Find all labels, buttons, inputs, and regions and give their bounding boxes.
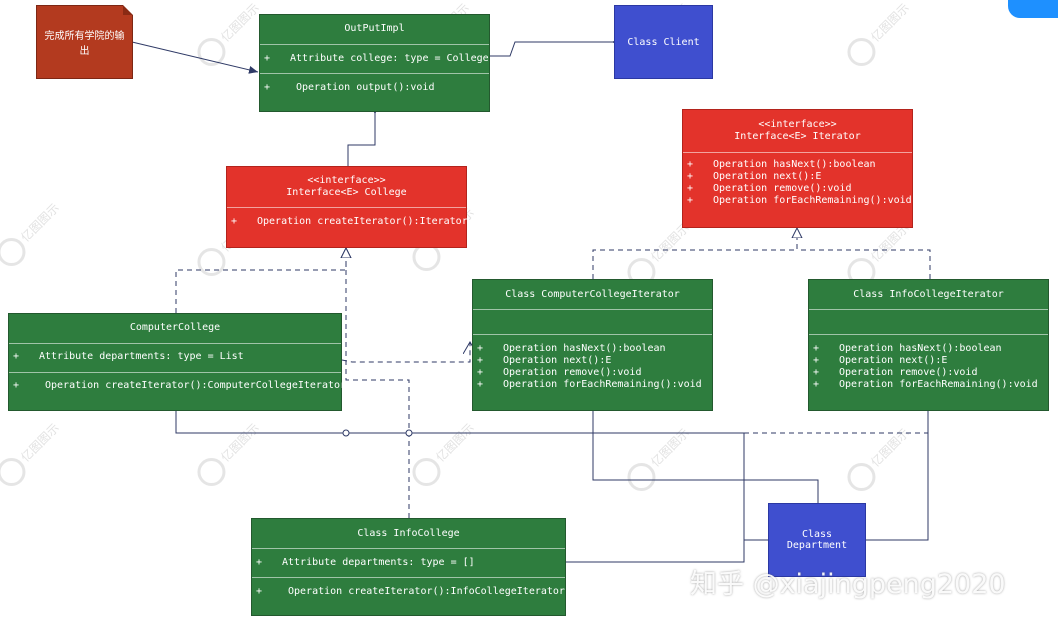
info-college-department-line <box>580 540 745 563</box>
info-college-iterator-attributes <box>809 309 1048 335</box>
computer-college-iterator-operations: +Operation hasNext():boolean +Operation … <box>473 334 712 411</box>
computer-iterator-operation: +Operation next():E <box>477 355 612 366</box>
note[interactable]: 完成所有学院的输出 <box>36 5 133 79</box>
computer-iterator-operation: +Operation forEachRemaining():void <box>477 379 702 390</box>
info-college-title: Class InfoCollege <box>357 528 460 539</box>
college-aggregation-line <box>347 97 380 166</box>
computer-college-iterator-attributes <box>473 309 712 335</box>
info-college-operations: +Operation createIterator():InfoCollegeI… <box>252 577 565 616</box>
iterator-stereotype: <<interface>> <box>758 119 837 130</box>
computer-college-attributes: +Attribute departments: type = List <box>9 343 341 374</box>
output-impl-class[interactable]: OutPutImpl +Attribute college: type = Co… <box>259 14 490 112</box>
iterator-interface[interactable]: <<interface>> Interface<E> Iterator +Ope… <box>682 109 913 228</box>
output-impl-attributes: +Attribute college: type = College <box>260 44 489 85</box>
output-impl-operation: +Operation output():void <box>264 82 435 93</box>
info-college-attributes: +Attribute departments: type = [] <box>252 548 565 579</box>
college-operation: +Operation createIterator():Iterator <box>231 216 468 227</box>
college-stereotype: <<interface>> <box>307 175 386 186</box>
line-crossing-hop <box>342 429 350 437</box>
client-class[interactable]: Class Client <box>614 5 713 79</box>
computer-college-iterator-class[interactable]: Class ComputerCollegeIterator +Operation… <box>472 279 713 411</box>
info-college-iterator-title: Class InfoCollegeIterator <box>853 289 1004 300</box>
computer-iterator-operation: +Operation remove():void <box>477 367 642 378</box>
info-iterator-department-line <box>866 430 929 541</box>
college-interface-title: Interface<E> College <box>286 187 407 198</box>
corner-tab[interactable] <box>1008 0 1058 18</box>
visibility-marker: + <box>264 53 271 64</box>
visibility-marker: + <box>231 216 238 227</box>
iterator-operation: +Operation forEachRemaining():void <box>687 195 912 206</box>
computer-college-attribute: +Attribute departments: type = List <box>13 351 244 362</box>
computer-college-operation: +Operation createIterator():ComputerColl… <box>13 380 347 391</box>
info-iterator-operation: +Operation forEachRemaining():void <box>813 379 1038 390</box>
computer-college-class[interactable]: ComputerCollege +Attribute departments: … <box>8 313 347 411</box>
computer-iterator-department-line <box>592 430 819 504</box>
output-impl-attribute: +Attribute college: type = College <box>264 53 489 64</box>
info-college-class[interactable]: Class InfoCollege +Attribute departments… <box>251 518 566 616</box>
info-iterator-operation: +Operation next():E <box>813 355 948 366</box>
iterator-operation: +Operation hasNext():boolean <box>687 159 876 170</box>
computer-college-dependency <box>341 342 470 363</box>
info-iterator-realization <box>797 249 931 279</box>
college-interface[interactable]: <<interface>> Interface<E> College +Oper… <box>226 166 468 248</box>
visibility-marker: + <box>264 82 271 93</box>
department-class[interactable]: Class Department <box>768 503 866 577</box>
output-impl-title: OutPutImpl <box>344 23 405 34</box>
computer-college-realization <box>175 248 346 313</box>
computer-college-operations: +Operation createIterator():ComputerColl… <box>9 372 347 411</box>
info-college-realization <box>346 248 410 518</box>
computer-college-iterator-title: Class ComputerCollegeIterator <box>505 289 680 300</box>
iterator-operations: +Operation hasNext():boolean +Operation … <box>683 152 912 228</box>
iterator-operation: +Operation next():E <box>687 171 822 182</box>
college-operations: +Operation createIterator():Iterator <box>227 207 468 248</box>
department-title: Class Department <box>786 529 848 551</box>
computer-iterator-operation: +Operation hasNext():boolean <box>477 343 666 354</box>
output-impl-operations: +Operation output():void <box>260 73 489 112</box>
note-text: 完成所有学院的输出 <box>44 31 125 57</box>
info-college-iterator-class[interactable]: Class InfoCollegeIterator +Operation has… <box>808 279 1049 411</box>
info-college-attribute: +Attribute departments: type = [] <box>256 557 475 568</box>
computer-iterator-realization <box>592 228 797 279</box>
note-anchor-line <box>131 41 259 74</box>
client-aggregation-line <box>490 37 629 57</box>
line-crossing-hop <box>405 429 413 437</box>
iterator-interface-title: Interface<E> Iterator <box>734 131 861 142</box>
note-fold <box>123 5 133 15</box>
info-college-operation: +Operation createIterator():InfoCollegeI… <box>256 586 565 597</box>
info-iterator-operation: +Operation remove():void <box>813 367 978 378</box>
info-college-iterator-operations: +Operation hasNext():boolean +Operation … <box>809 334 1048 411</box>
author-watermark: 知乎 @xiajingpeng2020 <box>690 569 1006 600</box>
iterator-operation: +Operation remove():void <box>687 183 852 194</box>
info-iterator-operation: +Operation hasNext():boolean <box>813 343 1002 354</box>
computer-college-title: ComputerCollege <box>129 322 221 333</box>
client-title: Class Client <box>627 36 700 48</box>
